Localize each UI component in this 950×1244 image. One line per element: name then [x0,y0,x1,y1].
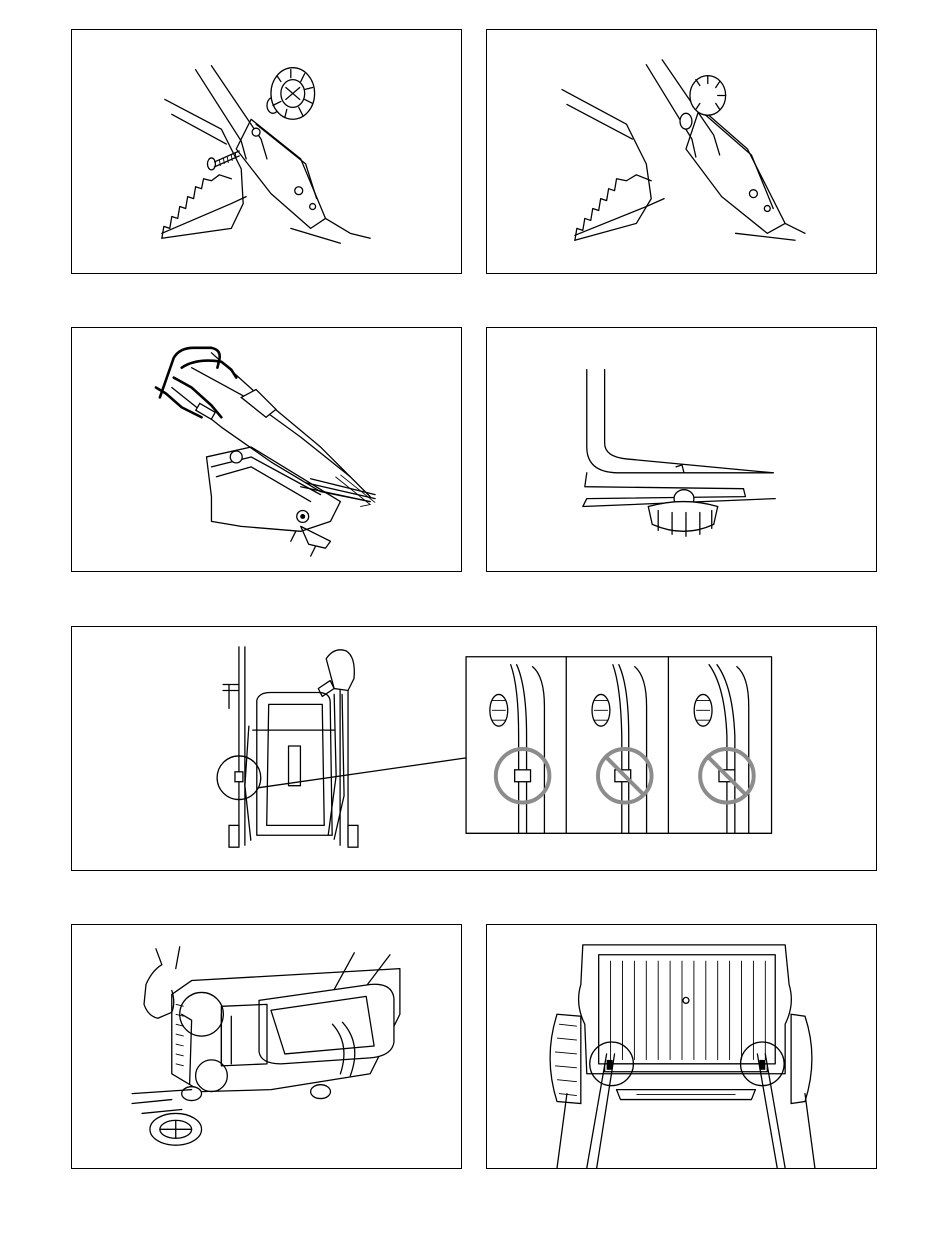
mower-handle-folded-icon [72,328,461,571]
figure-knob-detail [486,327,877,572]
figure-handle-bolt-assembled [486,29,877,274]
handle-knob-underside-icon [487,328,876,571]
handle-bolt-knob-assembled-icon [487,30,876,273]
figure-mower-folded [71,327,462,572]
cable-clip-wrong-icon [592,665,652,834]
figure-rear-flap [486,924,877,1169]
cable-clip-routing-icon [72,627,876,870]
figure-grass-box-install [71,924,462,1169]
rear-flap-hooks-icon [487,925,876,1168]
figure-handle-bolt-exploded [71,29,462,274]
cable-clip-correct-icon [490,665,550,834]
handle-bolt-knob-exploded-icon [72,30,461,273]
figure-cable-clip [71,626,877,871]
cable-clip-wrong-icon [694,665,754,834]
grass-box-install-icon [72,925,461,1168]
